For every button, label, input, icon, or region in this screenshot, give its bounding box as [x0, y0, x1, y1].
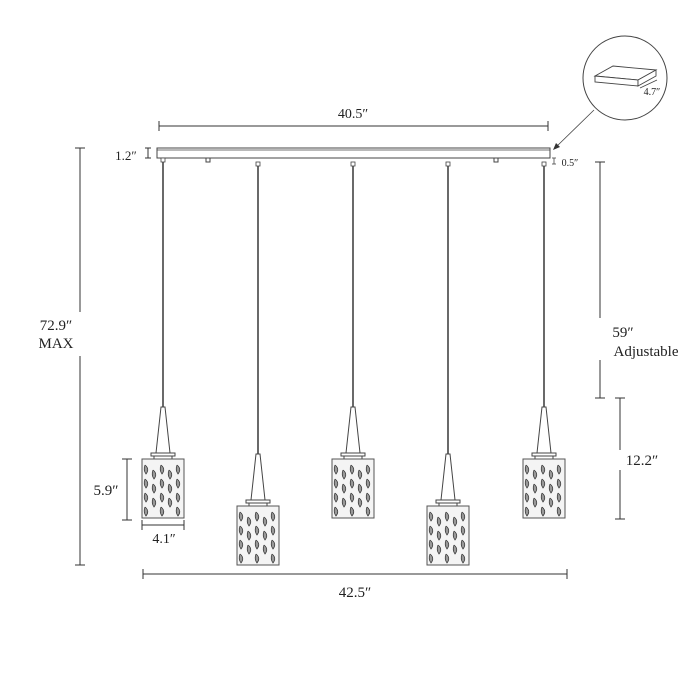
- pendant-light: [522, 161, 566, 519]
- shade-width-label: 4.1″: [152, 532, 176, 547]
- canopy-depth-label: 4.7″: [644, 87, 661, 98]
- glass-shade: [236, 505, 280, 566]
- max-height-dimension: 72.9″ MAX: [30, 147, 85, 566]
- cord-length-label: 59″: [612, 325, 633, 341]
- total-width-dimension: 42.5″: [142, 569, 568, 601]
- pendant-stem: [155, 406, 171, 454]
- pendant-lights: [141, 157, 566, 566]
- shade-height-dimension: 5.9″: [94, 458, 132, 521]
- pendant-stem: [536, 406, 552, 454]
- pendant-stem: [345, 406, 361, 454]
- pendant-light: [141, 157, 185, 519]
- pendant-height-dimension: 12.2″: [615, 397, 664, 520]
- inset-pointer-arrow: [554, 109, 595, 149]
- glass-shade: [141, 458, 185, 519]
- canopy-thickness-label: 0.5″: [562, 158, 579, 169]
- canopy-height-dimension: 1.2″: [115, 147, 151, 163]
- pendant-light: [331, 161, 375, 519]
- total-width-label: 42.5″: [339, 585, 372, 601]
- max-height-label: 72.9″: [40, 318, 73, 334]
- cord-length-suffix: Adjustable: [614, 344, 679, 360]
- pendant-stem: [250, 453, 266, 501]
- canopy-height-label: 1.2″: [115, 148, 137, 163]
- glass-shade: [331, 458, 375, 519]
- cord-length-dimension: 59″ Adjustable: [595, 161, 686, 399]
- canopy-thickness-dimension: 0.5″: [552, 157, 579, 169]
- shade-height-label: 5.9″: [94, 483, 119, 499]
- canopy-bar: [156, 147, 551, 163]
- canopy-width-dimension: 40.5″: [158, 107, 549, 131]
- pendant-height-label: 12.2″: [626, 453, 659, 469]
- shade-width-dimension: 4.1″: [141, 520, 185, 547]
- canopy-detail-inset: 4.7″: [553, 35, 668, 150]
- glass-shade: [426, 505, 470, 566]
- canopy-width-label: 40.5″: [338, 107, 369, 122]
- pendant-light: [236, 161, 280, 566]
- pendant-light: [426, 161, 470, 566]
- max-height-suffix: MAX: [38, 336, 73, 352]
- pendant-stem: [440, 453, 456, 501]
- glass-shade: [522, 458, 566, 519]
